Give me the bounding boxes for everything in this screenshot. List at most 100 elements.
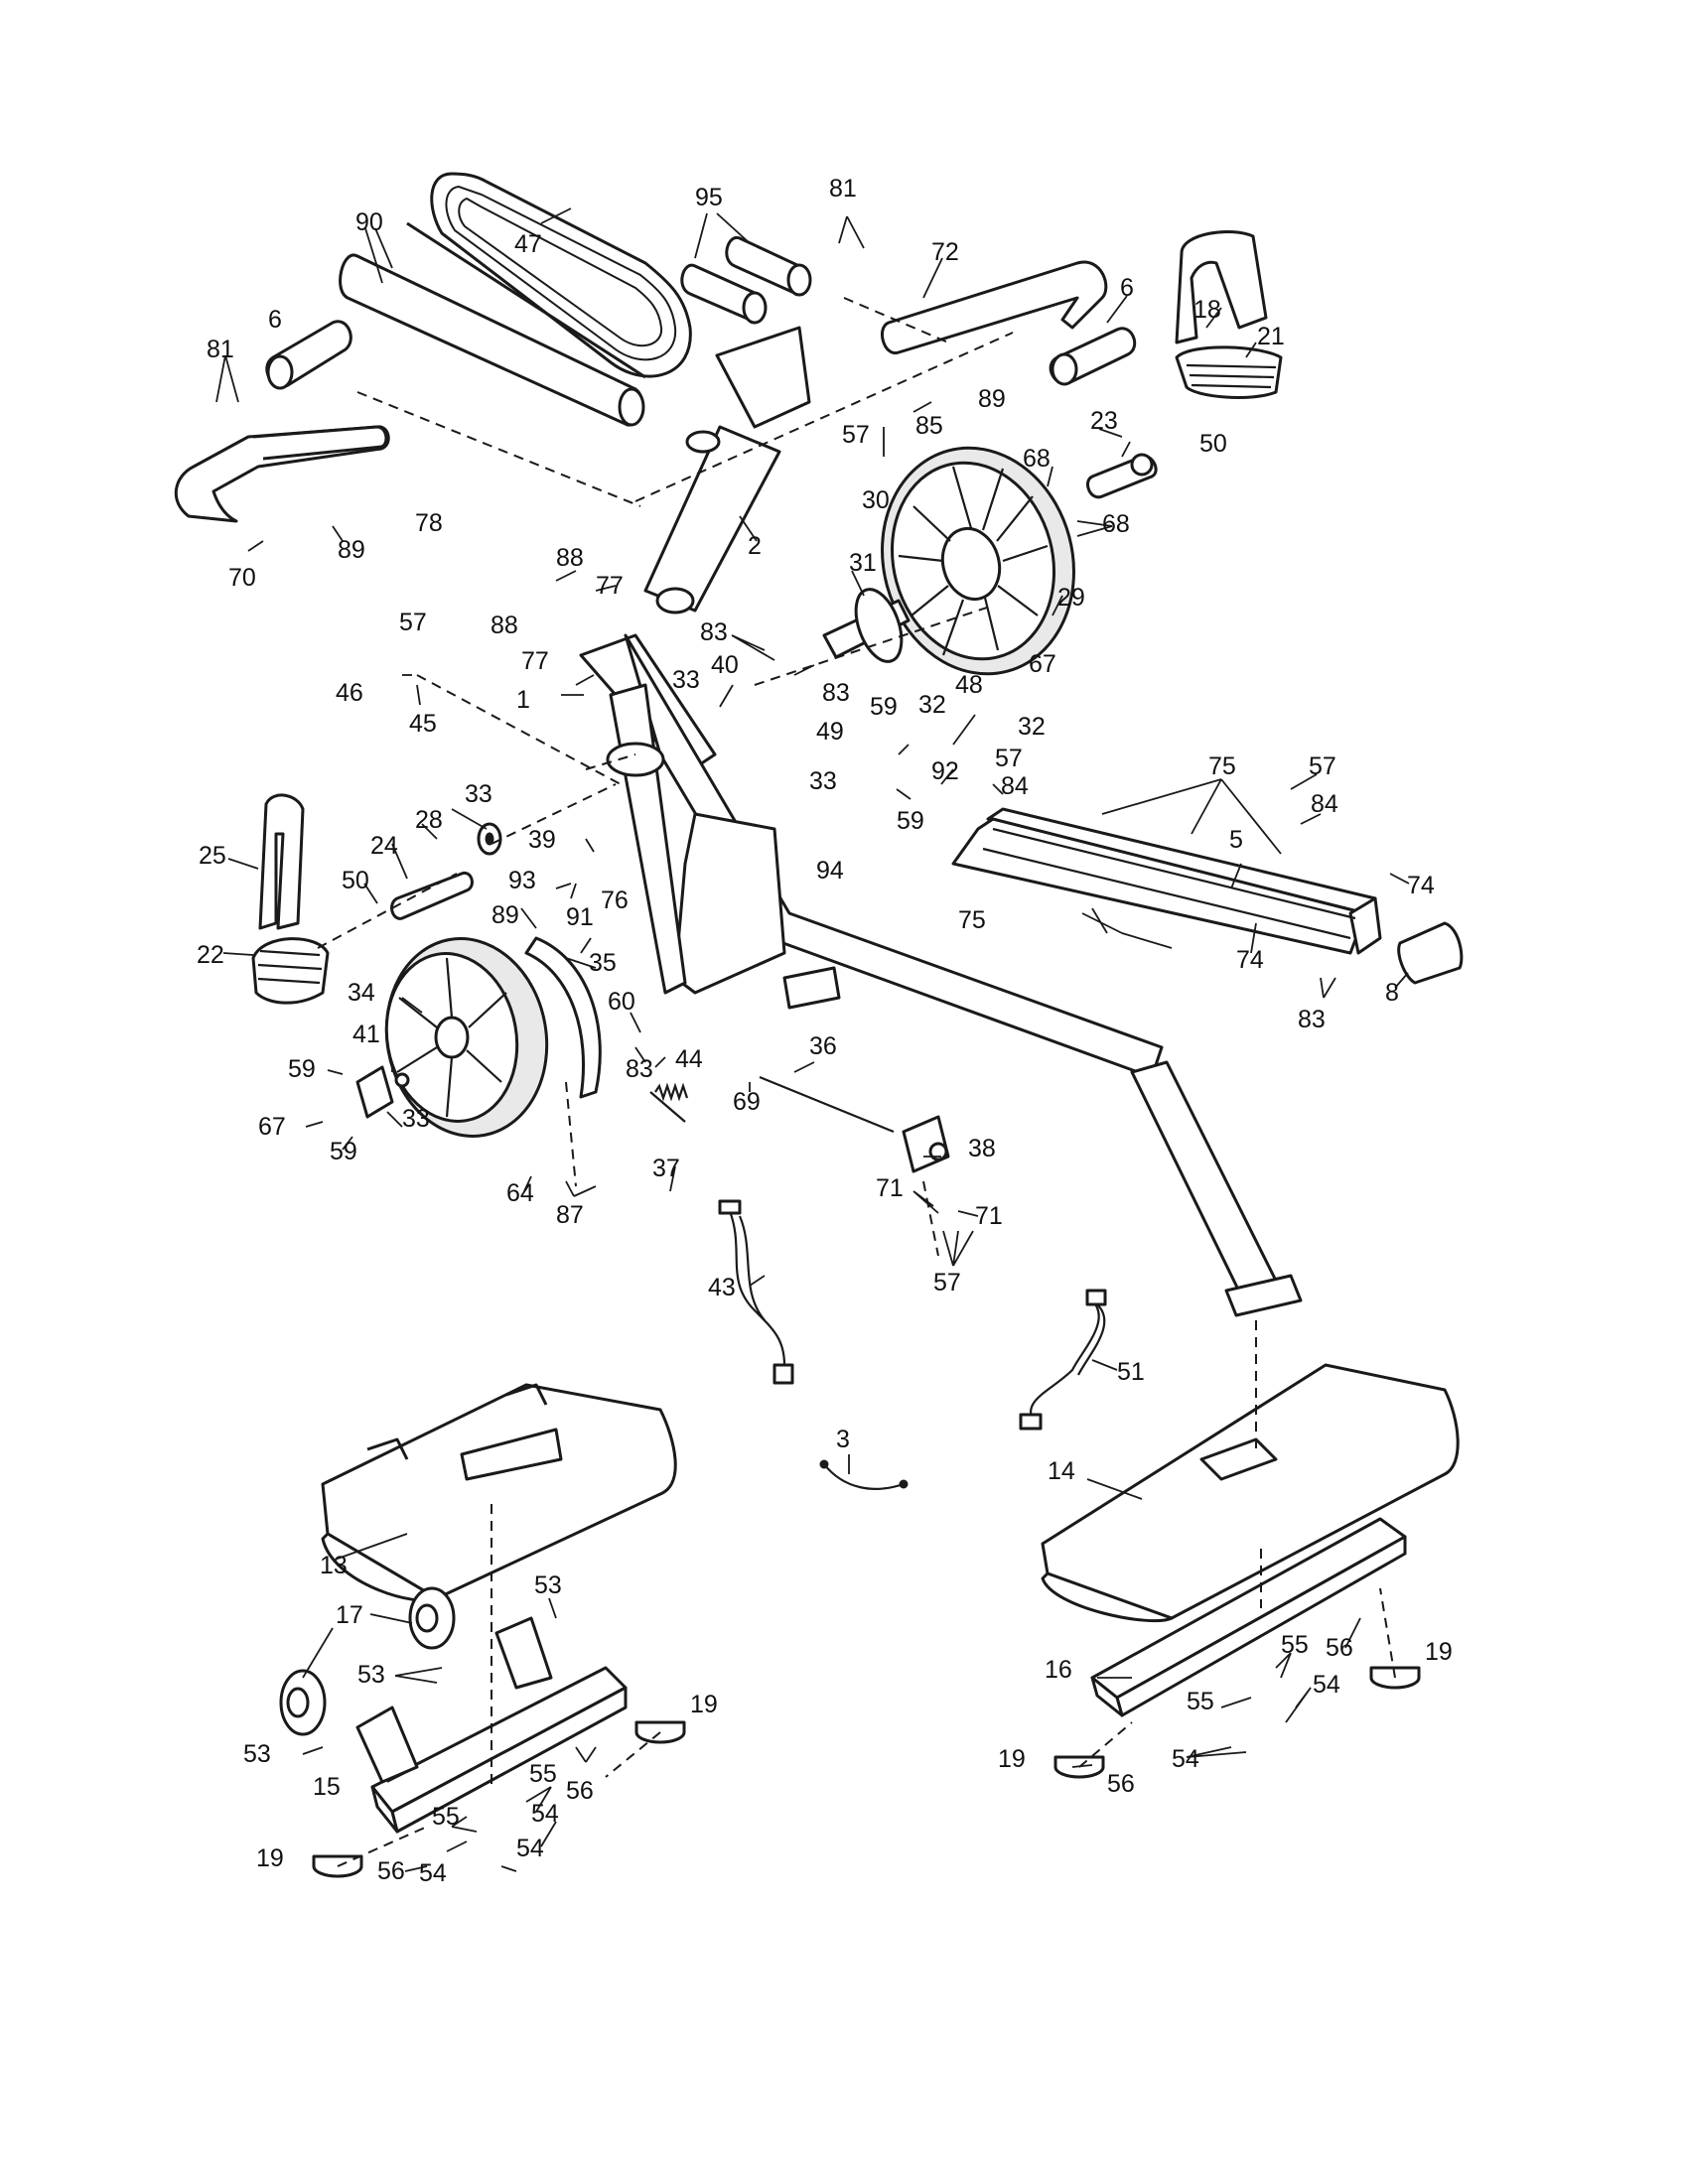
callout-34: 34 bbox=[348, 979, 375, 1007]
callout-32: 32 bbox=[1018, 713, 1046, 741]
grip-right bbox=[1049, 327, 1137, 386]
callout-19: 19 bbox=[690, 1691, 718, 1718]
left-handlebar bbox=[174, 425, 390, 523]
callout-91: 91 bbox=[566, 903, 594, 931]
callout-57: 57 bbox=[842, 421, 870, 449]
front-stabilizer bbox=[355, 1616, 628, 1834]
upright-post bbox=[643, 326, 811, 614]
callout-33: 33 bbox=[402, 1105, 430, 1133]
callout-74: 74 bbox=[1236, 946, 1264, 974]
crank-arm-right bbox=[1086, 453, 1158, 499]
callout-89: 89 bbox=[338, 536, 365, 564]
callout-92: 92 bbox=[931, 757, 959, 785]
callout-56: 56 bbox=[1326, 1634, 1353, 1662]
ground-wire bbox=[819, 1459, 909, 1490]
callout-53: 53 bbox=[357, 1661, 385, 1689]
callout-77: 77 bbox=[521, 647, 549, 675]
callout-68: 68 bbox=[1102, 510, 1130, 538]
grip-left bbox=[265, 320, 352, 390]
pedal-strap-left bbox=[258, 793, 305, 930]
callout-37: 37 bbox=[652, 1155, 680, 1182]
callout-33: 33 bbox=[465, 780, 492, 808]
flywheel bbox=[881, 446, 1075, 676]
handle-tube bbox=[339, 221, 646, 427]
callout-57: 57 bbox=[1309, 752, 1336, 780]
callout-84: 84 bbox=[1001, 772, 1029, 800]
callout-16: 16 bbox=[1045, 1656, 1072, 1684]
callout-84: 84 bbox=[1311, 790, 1338, 818]
callout-56: 56 bbox=[377, 1857, 405, 1885]
callout-6: 6 bbox=[1120, 274, 1134, 302]
callout-85: 85 bbox=[915, 412, 943, 440]
callout-31: 31 bbox=[849, 549, 877, 577]
pedal-right bbox=[1175, 345, 1283, 399]
callout-17: 17 bbox=[336, 1601, 363, 1629]
callout-59: 59 bbox=[288, 1055, 316, 1083]
callout-25: 25 bbox=[199, 842, 226, 870]
callout-1: 1 bbox=[516, 686, 530, 714]
callout-38: 38 bbox=[968, 1135, 996, 1162]
callout-53: 53 bbox=[243, 1740, 271, 1768]
resistance-wheel bbox=[384, 937, 549, 1138]
callout-2: 2 bbox=[748, 532, 762, 560]
callout-81: 81 bbox=[207, 336, 234, 363]
callout-3: 3 bbox=[836, 1426, 850, 1453]
callout-46: 46 bbox=[336, 679, 363, 707]
callout-57: 57 bbox=[933, 1269, 961, 1297]
callout-68: 68 bbox=[1023, 445, 1051, 473]
bearing-left bbox=[477, 822, 502, 856]
callout-50: 50 bbox=[342, 867, 369, 894]
callout-76: 76 bbox=[601, 887, 629, 914]
callout-54: 54 bbox=[516, 1835, 544, 1862]
callout-21: 21 bbox=[1257, 323, 1285, 350]
callout-55: 55 bbox=[529, 1760, 557, 1788]
callout-57: 57 bbox=[995, 745, 1023, 772]
callout-39: 39 bbox=[528, 826, 556, 854]
callout-59: 59 bbox=[870, 693, 898, 721]
callout-74: 74 bbox=[1407, 872, 1435, 899]
callout-36: 36 bbox=[809, 1032, 837, 1060]
callout-83: 83 bbox=[822, 679, 850, 707]
callout-40: 40 bbox=[711, 651, 739, 679]
callout-44: 44 bbox=[675, 1045, 703, 1073]
callout-54: 54 bbox=[1172, 1745, 1199, 1773]
callout-60: 60 bbox=[608, 988, 635, 1016]
callout-19: 19 bbox=[256, 1844, 284, 1872]
callout-93: 93 bbox=[508, 867, 536, 894]
callout-23: 23 bbox=[1090, 407, 1118, 435]
callout-48: 48 bbox=[955, 671, 983, 699]
callout-83: 83 bbox=[700, 618, 728, 646]
right-handlebar bbox=[881, 260, 1108, 354]
callout-70: 70 bbox=[228, 564, 256, 592]
callout-54: 54 bbox=[419, 1859, 447, 1887]
callout-18: 18 bbox=[1193, 296, 1221, 324]
callout-55: 55 bbox=[1281, 1631, 1309, 1659]
callout-95: 95 bbox=[695, 184, 723, 211]
callout-13: 13 bbox=[320, 1552, 348, 1579]
transport-wheels bbox=[279, 1586, 456, 1736]
callout-22: 22 bbox=[197, 941, 224, 969]
callout-35: 35 bbox=[589, 949, 617, 977]
callout-32: 32 bbox=[918, 691, 946, 719]
callout-72: 72 bbox=[931, 238, 959, 266]
tension-spring bbox=[649, 1082, 689, 1123]
callout-77: 77 bbox=[596, 572, 624, 600]
callout-labels: 47 95 81 90 72 6 18 21 6 81 89 85 57 23 … bbox=[197, 175, 1453, 1887]
callout-59: 59 bbox=[330, 1138, 357, 1165]
callout-55: 55 bbox=[432, 1803, 460, 1831]
power-wire bbox=[1019, 1289, 1107, 1431]
front-stabilizer-cover bbox=[321, 1383, 677, 1602]
callout-14: 14 bbox=[1048, 1457, 1075, 1485]
seat-rail bbox=[951, 807, 1382, 955]
rail-endcap bbox=[1397, 921, 1464, 985]
callout-87: 87 bbox=[556, 1201, 584, 1229]
callout-51: 51 bbox=[1117, 1358, 1145, 1386]
callout-64: 64 bbox=[506, 1179, 534, 1207]
callout-67: 67 bbox=[1029, 650, 1056, 678]
callout-81: 81 bbox=[829, 175, 857, 203]
leader-lines bbox=[215, 207, 1410, 1872]
crank-arm-left bbox=[390, 871, 474, 920]
callout-53: 53 bbox=[534, 1571, 562, 1599]
callout-57: 57 bbox=[399, 609, 427, 636]
